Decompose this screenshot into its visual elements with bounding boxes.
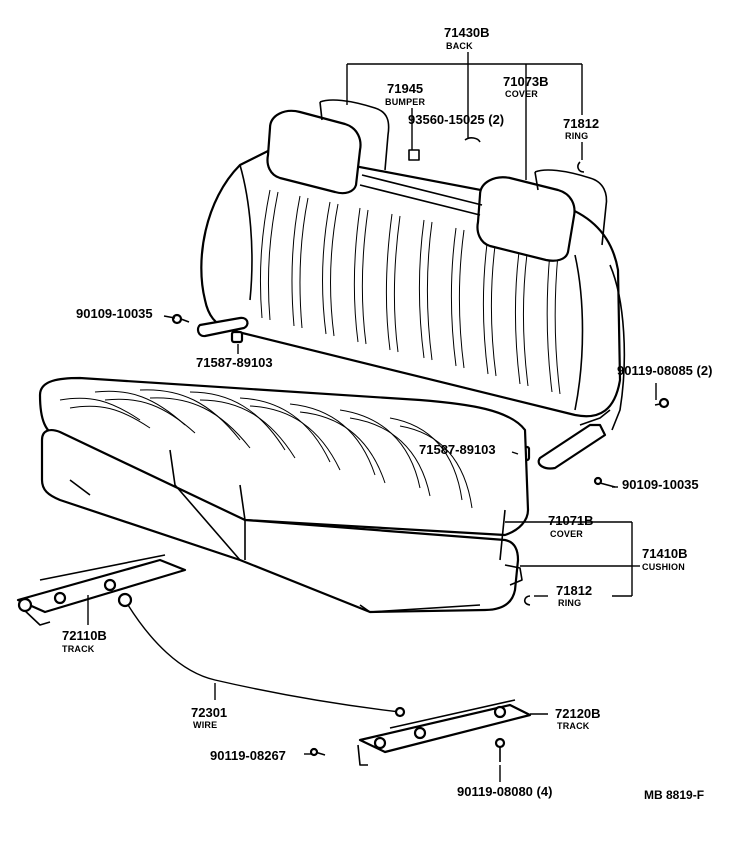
- label-71071B-number: 71071B: [548, 513, 594, 528]
- label-90109-right-number: 90109-10035: [622, 477, 699, 492]
- label-71410B-number: 71410B: [642, 546, 688, 561]
- label-72120B-number: 72120B: [555, 706, 601, 721]
- label-90119-08080-number: 90119-08080 (4): [457, 784, 553, 799]
- seat-back: [200, 99, 626, 431]
- right-track: [357, 699, 532, 766]
- leader-lines: [87, 52, 657, 782]
- left-headrest: [266, 109, 362, 195]
- label-71812-bottom-number: 71812: [556, 583, 593, 598]
- left-hinge-bracket: [196, 316, 249, 338]
- label-90119-08085-number: 90119-08085 (2): [617, 363, 713, 378]
- label-90109-left-number: 90109-10035: [76, 306, 153, 321]
- right-headrest: [476, 176, 576, 262]
- label-72110B-number: 72110B: [62, 628, 107, 643]
- seat-cushion: [38, 376, 530, 614]
- label-90119-08267-number: 90119-08267: [210, 748, 286, 763]
- label-71071B-name: COVER: [550, 529, 584, 539]
- label-93560-number: 93560-15025 (2): [408, 112, 505, 127]
- label-71073B-number: 71073B: [503, 74, 549, 89]
- label-72110B-name: TRACK: [62, 644, 95, 654]
- label-71587-left-number: 71587-89103: [196, 355, 273, 370]
- label-71587-right-number: 71587-89103: [419, 442, 496, 457]
- label-71430B-number: 71430B: [444, 25, 490, 40]
- label-72120B-name: TRACK: [557, 721, 590, 731]
- seat-back-pleats: [259, 189, 561, 395]
- label-72301-number: 72301: [191, 705, 228, 720]
- label-71945-name: BUMPER: [385, 97, 426, 107]
- label-71812-top-number: 71812: [563, 116, 600, 131]
- label-72301-name: WIRE: [193, 720, 218, 730]
- left-track: [16, 554, 187, 626]
- seat-cushion-pleats: [59, 389, 473, 509]
- label-71812-top-name: RING: [565, 131, 589, 141]
- label-71945-number: 71945: [387, 81, 424, 96]
- label-71410B-name: CUSHION: [642, 562, 685, 572]
- drawing-code: MB 8819-F: [644, 788, 705, 802]
- right-hinge-bracket: [537, 423, 607, 470]
- wire: [127, 604, 401, 713]
- label-71812-bottom-name: RING: [558, 598, 582, 608]
- label-71073B-name: COVER: [505, 89, 539, 99]
- label-71430B-name: BACK: [446, 41, 473, 51]
